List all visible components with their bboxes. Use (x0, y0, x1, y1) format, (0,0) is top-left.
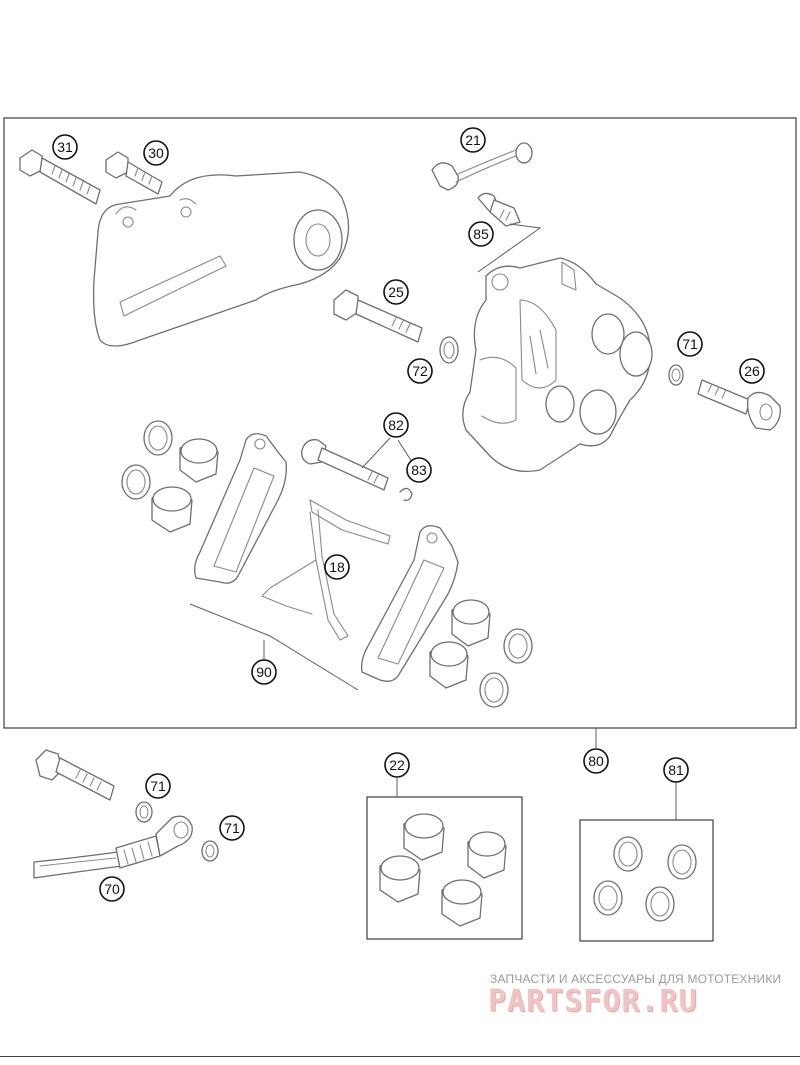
svg-text:70: 70 (104, 881, 120, 897)
svg-text:31: 31 (57, 139, 73, 155)
brake-line-70 (33, 815, 193, 879)
bleeder-cap-21 (431, 142, 533, 191)
callout-71-upper: 71 (677, 331, 703, 357)
seal-left-top (143, 420, 173, 456)
washer-72 (439, 336, 459, 364)
washer-71-lower-a (135, 801, 153, 823)
svg-text:30: 30 (148, 145, 164, 161)
callout-22: 22 (384, 752, 410, 778)
callout-71-lower-a: 71 (145, 773, 171, 799)
svg-text:18: 18 (329, 559, 345, 575)
callout-18: 18 (324, 554, 350, 580)
callout-83: 83 (406, 457, 432, 483)
svg-text:26: 26 (744, 363, 760, 379)
bleeder-valve-85 (477, 192, 521, 227)
svg-text:85: 85 (473, 226, 489, 242)
svg-text:80: 80 (588, 753, 604, 769)
svg-text:82: 82 (388, 417, 404, 433)
piston-left-bottom (151, 486, 193, 533)
seal-left-bottom (121, 464, 151, 500)
washer-71-lower-b (201, 840, 219, 862)
watermark-tagline: ЗАПЧАСТИ И АКСЕССУАРЫ ДЛЯ МОТОТЕХНИКИ (490, 972, 782, 986)
svg-text:25: 25 (388, 284, 404, 300)
watermark-logo: PARTSFOR.RU (488, 984, 698, 1019)
assembly-frame (3, 117, 797, 729)
callout-30: 30 (143, 140, 169, 166)
seal-kit-81-rings (593, 836, 697, 922)
callout-25: 25 (383, 279, 409, 305)
callout-85: 85 (468, 221, 494, 247)
svg-text:22: 22 (389, 757, 405, 773)
piston-right-bottom (429, 641, 469, 689)
svg-text:90: 90 (256, 664, 272, 680)
svg-text:21: 21 (465, 132, 481, 148)
clip-83 (399, 487, 413, 502)
callout-90: 90 (251, 659, 277, 685)
anti-rattle-spring-18 (261, 499, 391, 641)
piston-left-top (179, 438, 219, 483)
seal-right-top (503, 628, 533, 664)
bolt-31 (19, 149, 101, 205)
bolt-30 (105, 151, 163, 195)
bolt-25 (333, 289, 423, 343)
callout-81: 81 (663, 757, 689, 783)
svg-text:72: 72 (412, 363, 428, 379)
callout-26: 26 (739, 358, 765, 384)
svg-text:71: 71 (682, 336, 698, 352)
brake-pad-right (360, 525, 459, 682)
callout-80: 80 (583, 748, 609, 774)
bottom-rule (0, 1056, 800, 1057)
svg-text:71: 71 (224, 820, 240, 836)
seal-kit-81-frame (579, 819, 714, 942)
svg-text:71: 71 (150, 778, 166, 794)
bolt-26 (697, 379, 781, 431)
callout-82: 82 (383, 412, 409, 438)
caliper-body (462, 257, 653, 473)
svg-text:83: 83 (411, 462, 427, 478)
callout-21: 21 (460, 127, 486, 153)
piston-kit-22-frame (366, 796, 523, 940)
washer-71-upper (668, 364, 684, 386)
callout-71-lower-b: 71 (219, 815, 245, 841)
piston-kit-22-pistons (379, 813, 507, 927)
brake-pad-left (194, 433, 287, 584)
callout-72: 72 (407, 358, 433, 384)
banjo-bolt (35, 749, 115, 801)
pad-pin-82 (301, 439, 389, 491)
callout-31: 31 (52, 134, 78, 160)
callout-70: 70 (99, 876, 125, 902)
caliper-bracket (92, 171, 350, 347)
piston-right-top (451, 599, 491, 647)
seal-right-bottom (479, 672, 509, 708)
svg-text:81: 81 (668, 762, 684, 778)
